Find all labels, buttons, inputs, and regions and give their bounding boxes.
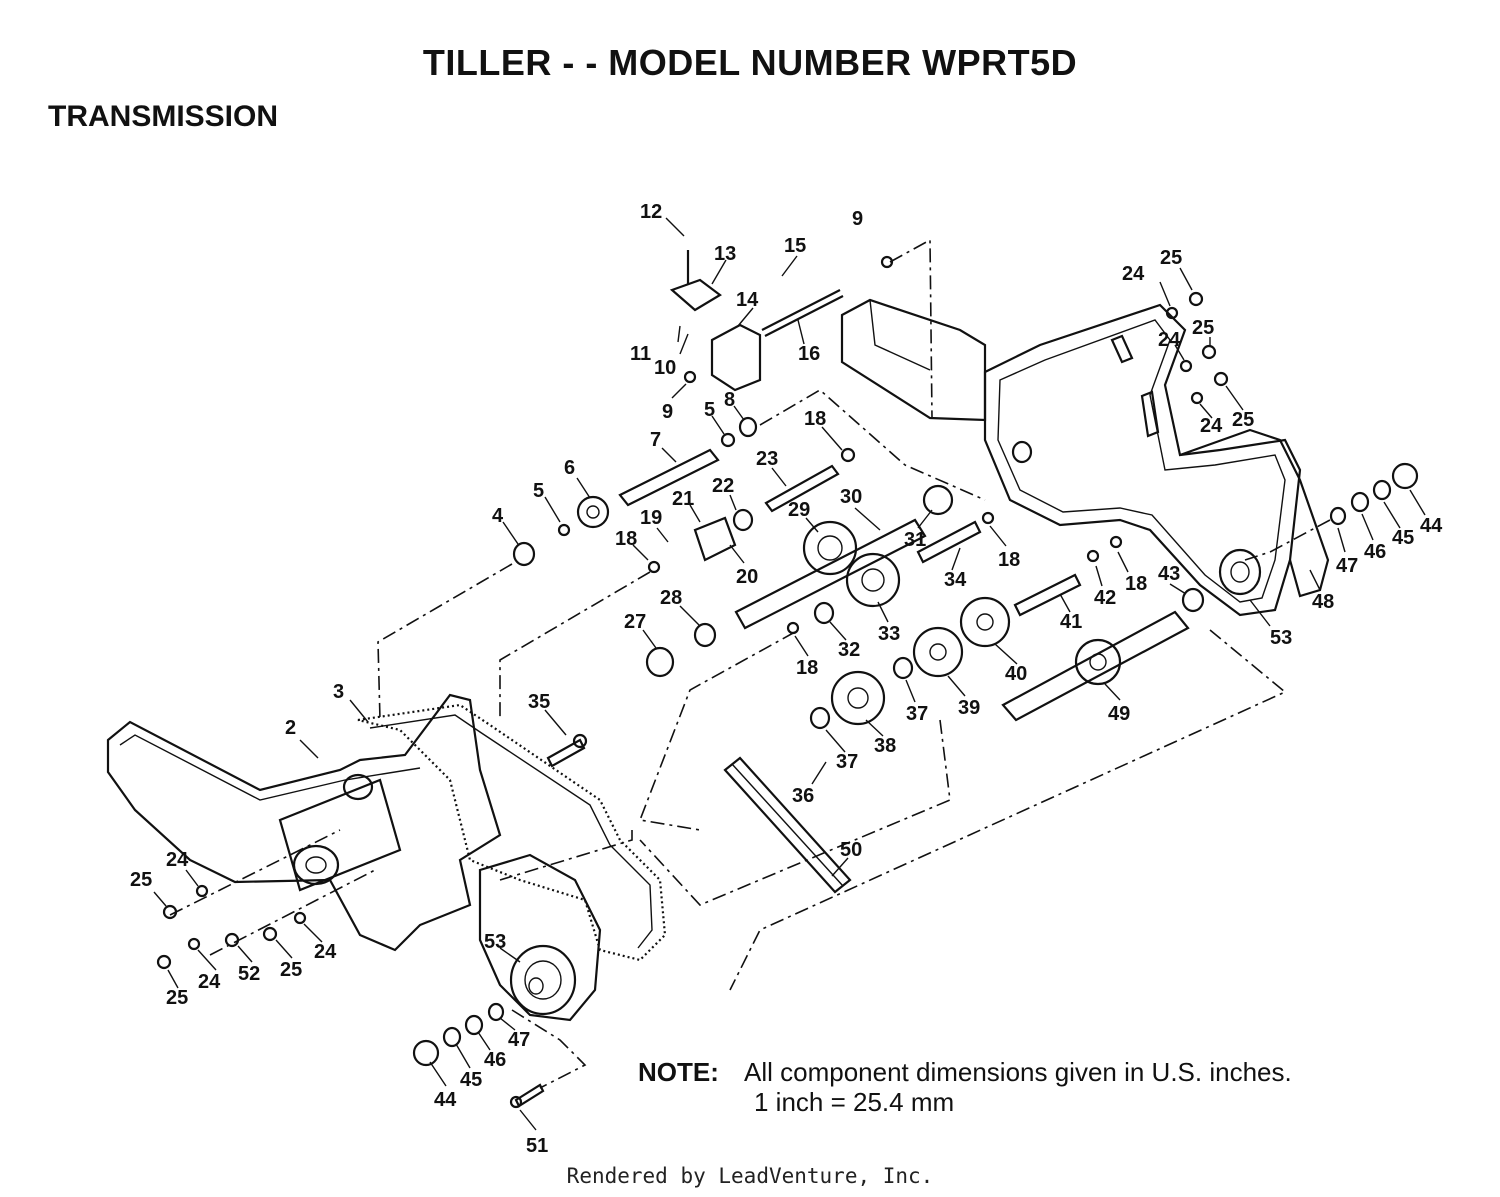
callout-24e: 24 [198, 971, 221, 993]
note-line-2: 1 inch = 25.4 mm [754, 1087, 955, 1117]
callout-39: 39 [958, 697, 980, 719]
callout-29: 29 [788, 499, 810, 521]
callout-12: 12 [640, 201, 662, 223]
callout-19: 19 [640, 507, 662, 529]
callout-15: 15 [784, 235, 806, 257]
callout-44b: 44 [434, 1089, 457, 1111]
callout-18e: 18 [1125, 573, 1147, 595]
section-title: TRANSMISSION [48, 100, 279, 133]
callout-5: 5 [704, 399, 715, 421]
callout-41: 41 [1060, 611, 1082, 633]
callout-13: 13 [714, 243, 736, 265]
callout-9: 9 [852, 208, 863, 230]
callout-24d: 24 [166, 849, 189, 871]
callout-53b: 53 [484, 931, 506, 953]
callout-31: 31 [904, 529, 926, 551]
leader-lines [153, 217, 1426, 1131]
callout-35: 35 [528, 691, 550, 713]
callout-53: 53 [1270, 627, 1292, 649]
callout-18b: 18 [615, 528, 637, 550]
callout-36: 36 [792, 785, 814, 807]
upper-cover [840, 298, 987, 422]
callout-4: 4 [492, 505, 504, 527]
note-label: NOTE: [638, 1057, 719, 1087]
callout-9b: 9 [662, 401, 673, 423]
callout-46b: 46 [484, 1049, 506, 1071]
footer-credit: Rendered by LeadVenture, Inc. [566, 1164, 934, 1188]
callout-42: 42 [1094, 587, 1116, 609]
callout-18c: 18 [998, 549, 1020, 571]
callout-24f: 24 [314, 941, 337, 963]
callout-38: 38 [874, 735, 896, 757]
shafts-and-gears [156, 250, 1419, 1109]
callout-34: 34 [944, 569, 967, 591]
dimension-note: NOTE: All component dimensions given in U… [638, 1057, 1292, 1117]
callout-23: 23 [756, 448, 778, 470]
callout-43: 43 [1158, 563, 1180, 585]
callout-16: 16 [798, 343, 820, 365]
callout-50: 50 [840, 839, 862, 861]
callout-45b: 45 [460, 1069, 482, 1091]
callout-48: 48 [1312, 591, 1334, 613]
shield-48 [1179, 428, 1330, 598]
callout-32: 32 [838, 639, 860, 661]
callout-11: 11 [630, 343, 651, 365]
page-title: TILLER - - MODEL NUMBER WPRT5D [422, 42, 1078, 83]
callout-25d: 25 [130, 869, 152, 891]
callout-33: 33 [878, 623, 900, 645]
callout-49: 49 [1108, 703, 1130, 725]
callout-30: 30 [840, 486, 862, 508]
callout-18: 18 [804, 408, 826, 430]
callout-46: 46 [1364, 541, 1386, 563]
callout-28: 28 [660, 587, 682, 609]
note-line-1: All component dimensions given in U.S. i… [744, 1057, 1292, 1087]
callout-51: 51 [526, 1135, 548, 1157]
callout-27: 27 [624, 611, 646, 633]
callout-5b: 5 [533, 480, 544, 502]
callout-20: 20 [736, 566, 758, 588]
callout-14: 14 [736, 289, 759, 311]
lower-belt-cover [478, 853, 602, 1022]
callout-25f: 25 [166, 987, 188, 1009]
callout-25b: 25 [1192, 317, 1214, 339]
callout-10: 10 [654, 357, 676, 379]
callout-8: 8 [724, 389, 735, 411]
callout-24: 24 [1122, 263, 1145, 285]
callout-45: 45 [1392, 527, 1414, 549]
callout-25: 25 [1160, 247, 1182, 269]
callout-24c: 24 [1200, 415, 1223, 437]
callout-labels: 12 13 15 9 14 11 10 16 9 5 8 18 7 23 6 5… [130, 201, 1443, 1157]
callout-3: 3 [333, 681, 344, 703]
callout-22: 22 [712, 475, 734, 497]
callout-40: 40 [1005, 663, 1027, 685]
callout-47b: 47 [508, 1029, 530, 1051]
callout-24b: 24 [1158, 329, 1181, 351]
callout-2: 2 [285, 717, 296, 739]
callout-21: 21 [672, 488, 694, 510]
callout-44: 44 [1420, 515, 1443, 537]
left-housing [106, 693, 502, 952]
gasket-3 [357, 703, 667, 962]
callout-37: 37 [906, 703, 928, 725]
callout-52: 52 [238, 963, 260, 985]
callout-25e: 25 [280, 959, 302, 981]
assembly-phantom-lines [169, 238, 1331, 1089]
right-housing [983, 303, 1302, 617]
callout-7: 7 [650, 429, 661, 451]
callout-25c: 25 [1232, 409, 1254, 431]
callout-6: 6 [564, 457, 575, 479]
callout-37b: 37 [836, 751, 858, 773]
callout-18d: 18 [796, 657, 818, 679]
callout-47: 47 [1336, 555, 1358, 577]
